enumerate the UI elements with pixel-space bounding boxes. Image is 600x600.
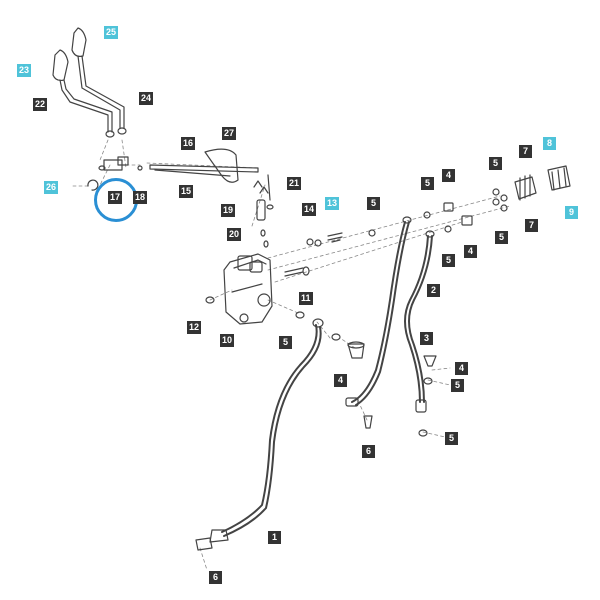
callout-label: 11 (299, 292, 313, 305)
callout-label: 5 (367, 197, 380, 210)
callout-label: 20 (227, 228, 242, 241)
callout-label: 7 (525, 219, 538, 232)
callout-label: 22 (33, 98, 48, 111)
callout-label: 4 (334, 374, 347, 387)
callout-label: 16 (181, 137, 196, 150)
callout-label: 8 (543, 137, 556, 150)
linkage-parts (253, 174, 274, 248)
callout-label: 17 (108, 191, 123, 204)
hose-3 (404, 235, 433, 403)
callout-label: 13 (325, 197, 340, 210)
control-lever-right (71, 27, 127, 135)
fittings-and-washers (205, 188, 508, 437)
callout-label: 6 (362, 445, 375, 458)
callout-label: 5 (445, 432, 458, 445)
callout-label: 4 (464, 245, 477, 258)
callout-label: 4 (442, 169, 455, 182)
callout-label: 1 (268, 531, 281, 544)
callout-label: 5 (421, 177, 434, 190)
callout-label: 5 (495, 231, 508, 244)
assembly-guide-lines (71, 139, 511, 571)
callout-label: 15 (179, 185, 194, 198)
callout-label: 19 (221, 204, 236, 217)
control-lever-left (52, 49, 115, 138)
callout-label: 5 (489, 157, 502, 170)
callout-label: 27 (222, 127, 237, 140)
callout-label: 10 (220, 334, 235, 347)
quick-couplers (514, 165, 571, 201)
callout-label: 2 (427, 284, 440, 297)
callout-label: 4 (455, 362, 468, 375)
callout-label: 9 (565, 206, 578, 219)
hose-2 (351, 221, 410, 406)
lever-shafts (149, 148, 259, 183)
callout-label: 14 (302, 203, 317, 216)
callout-label: 23 (17, 64, 32, 77)
callout-label: 5 (451, 379, 464, 392)
callout-label: 26 (44, 181, 59, 194)
lever-bracket (87, 156, 143, 191)
hose-1 (221, 324, 322, 537)
callout-label: 5 (442, 254, 455, 267)
callout-label: 12 (187, 321, 202, 334)
callout-label: 3 (420, 332, 433, 345)
callout-label: 25 (104, 26, 119, 39)
callout-label: 6 (209, 571, 222, 584)
callout-label: 21 (287, 177, 302, 190)
hose-end-fittings (195, 216, 435, 551)
control-valve-body (223, 253, 273, 325)
callout-label: 5 (279, 336, 292, 349)
callout-label: 7 (519, 145, 532, 158)
callout-label: 24 (139, 92, 154, 105)
callout-label: 18 (133, 191, 148, 204)
